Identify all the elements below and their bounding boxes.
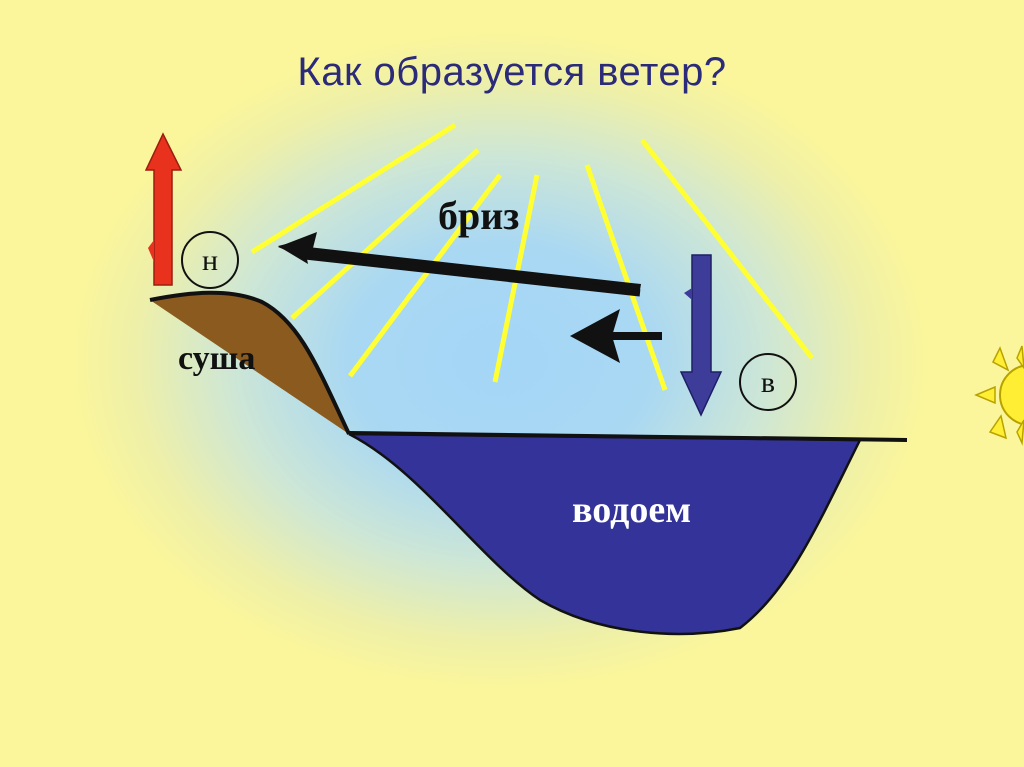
sun-ray [250, 122, 457, 255]
sun-ray [640, 138, 814, 360]
sun-ray [584, 164, 668, 391]
down-arrow-icon [679, 254, 723, 417]
land-label: суша [178, 340, 256, 377]
land-outline [149, 290, 351, 435]
small-left-arrow-icon [570, 309, 662, 363]
high-pressure-badge: в [739, 353, 797, 411]
breeze-label: бриз [438, 193, 520, 238]
left-arrow-icon [278, 232, 641, 297]
low-pressure-badge: н [181, 231, 239, 289]
shore-line [348, 431, 908, 442]
up-arrow-icon [144, 132, 183, 286]
water-label: водоем [572, 489, 692, 531]
water-shape [348, 432, 863, 636]
sun-ray [290, 148, 480, 320]
slide-title: Как образуется ветер? [297, 50, 727, 94]
sun-icon [974, 345, 1024, 446]
land-shape [150, 292, 349, 434]
sun-ray [347, 173, 503, 378]
